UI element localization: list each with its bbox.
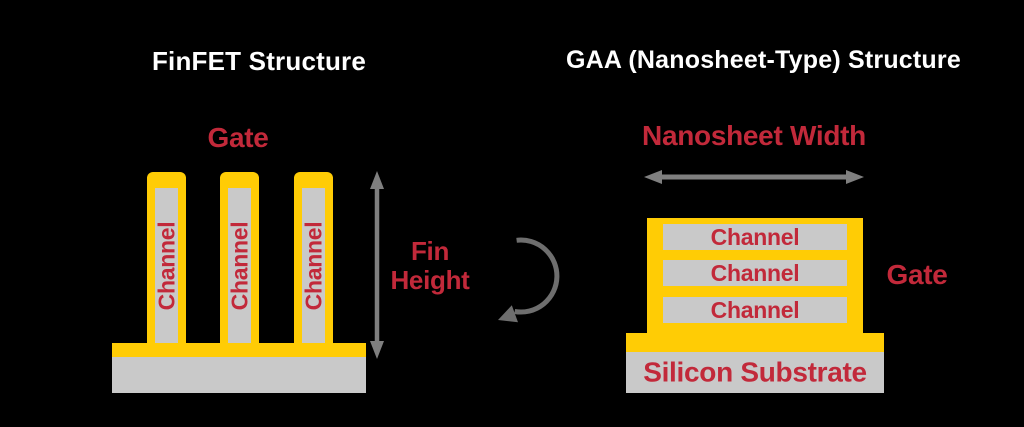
finfet-gate-label: Gate — [207, 122, 269, 153]
fin: Channel — [294, 172, 333, 343]
gaa-gate-base — [626, 333, 884, 352]
fin-height-arrow-icon — [370, 171, 384, 359]
fin-height-label-line1: Fin — [410, 236, 450, 266]
fin: Channel — [220, 172, 259, 343]
nanosheet-width-label: Nanosheet Width — [642, 120, 866, 151]
gaa-substrate-label: Silicon Substrate — [643, 355, 867, 387]
fin-height-label-line2: Height — [390, 265, 470, 295]
fin-channel: Channel — [300, 188, 326, 343]
fin-channel: Channel — [226, 188, 252, 343]
gaa-channel: Channel — [663, 224, 847, 250]
fin-channel-label: Channel — [226, 221, 252, 310]
finfet-substrate — [112, 357, 366, 393]
fin-channel: Channel — [153, 188, 179, 343]
fin-channel-label: Channel — [153, 221, 179, 310]
finfet-gate-layer — [112, 343, 366, 357]
nanosheet-width-arrow-icon — [644, 170, 864, 184]
gaa-gate-label: Gate — [886, 259, 948, 290]
gaa-channel: Channel — [663, 297, 847, 323]
rotate-arrow-icon — [498, 237, 560, 323]
fin-channel-label: Channel — [300, 221, 326, 310]
fin: Channel — [147, 172, 186, 343]
finfet-title: FinFET Structure — [151, 46, 367, 76]
gaa-substrate: Silicon Substrate — [626, 352, 884, 393]
fin-height-label: Fin Height — [384, 237, 476, 295]
gaa-channel: Channel — [663, 260, 847, 286]
gaa-title: GAA (Nanosheet-Type) Structure — [566, 46, 961, 74]
